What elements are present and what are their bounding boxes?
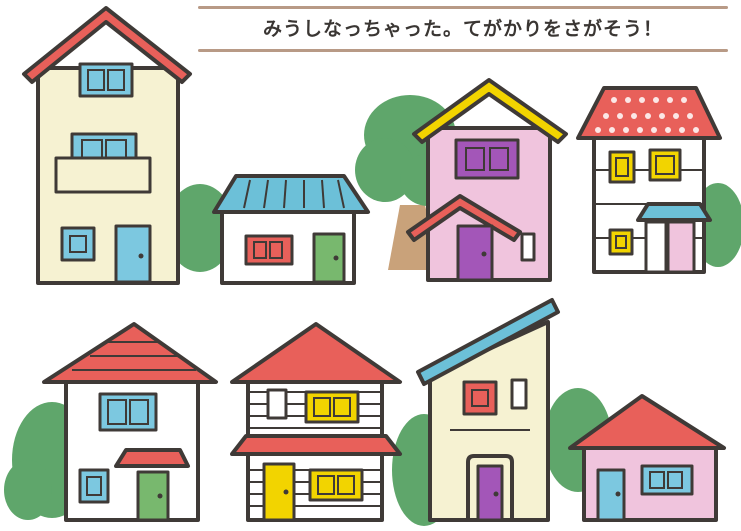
door: [456, 224, 494, 282]
door: [136, 470, 170, 522]
window: [640, 464, 694, 496]
house-white-red-tile-roof: [576, 86, 722, 274]
house-cream-slanted-roof: [416, 298, 560, 522]
banner-text: みうしなっちゃった。てがかりをさがそう！: [262, 18, 663, 40]
house-tall-cream: [22, 6, 192, 285]
door-frame: [644, 220, 668, 274]
title-banner: みうしなっちゃった。てがかりをさがそう！: [198, 6, 728, 52]
door: [114, 224, 152, 284]
door: [312, 232, 346, 284]
banner-top-rule: [198, 6, 728, 9]
house-small-blue-roof: [212, 174, 370, 285]
house-striped-two-storey: [230, 322, 402, 522]
window: [308, 468, 364, 502]
door: [262, 462, 296, 522]
window: [608, 150, 636, 184]
window: [78, 62, 134, 98]
door: [476, 464, 504, 522]
window: [266, 388, 288, 420]
window: [78, 468, 110, 504]
window: [454, 138, 520, 180]
house-pink-small: [568, 394, 726, 522]
balcony: [54, 156, 152, 194]
house-white-red-roof-left: [42, 322, 218, 522]
door: [666, 220, 696, 274]
window: [608, 228, 634, 256]
window: [462, 380, 498, 416]
small-window: [510, 378, 528, 410]
window: [60, 226, 96, 262]
house-pink-yellow-roof: [406, 78, 568, 282]
small-window: [520, 232, 536, 262]
window: [648, 148, 682, 182]
window: [304, 390, 360, 424]
window: [98, 392, 158, 432]
banner-bottom-rule: [198, 49, 728, 52]
window: [244, 234, 294, 266]
